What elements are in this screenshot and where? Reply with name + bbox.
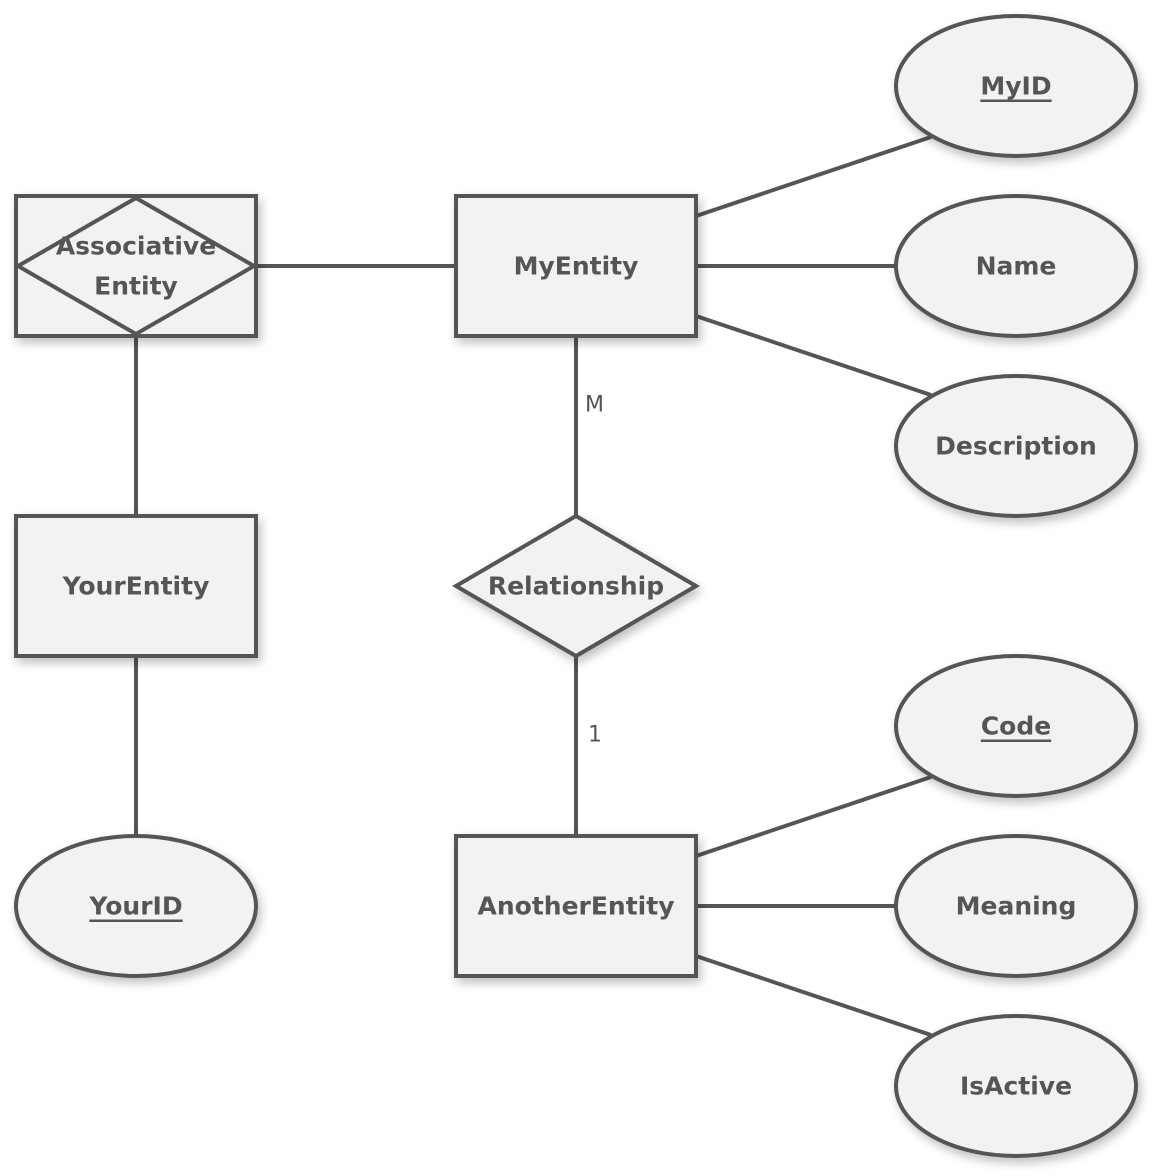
associative-entity[interactable]: Associative Entity <box>13 194 259 338</box>
entity-yourentity-box[interactable] <box>14 514 258 658</box>
relationship-diamond[interactable] <box>452 513 700 659</box>
attribute-myid-label: MyID <box>980 72 1051 101</box>
attribute-meaning-ellipse[interactable] <box>894 834 1138 978</box>
attribute-name[interactable]: Name <box>894 194 1138 338</box>
associative-entity-label-line2: Entity <box>94 272 178 301</box>
attribute-meaning[interactable]: Meaning <box>894 834 1138 978</box>
attribute-description-ellipse[interactable] <box>894 374 1138 518</box>
attribute-isactive-ellipse[interactable] <box>894 1014 1138 1158</box>
attribute-name-ellipse[interactable] <box>894 194 1138 338</box>
associative-entity-label-line1: Associative <box>56 232 216 261</box>
associative-entity-box[interactable] <box>14 194 258 338</box>
attribute-isactive[interactable]: IsActive <box>894 1014 1138 1158</box>
entity-myentity-label: MyEntity <box>514 252 639 281</box>
connector-anotherentity-isactive[interactable] <box>695 954 932 1037</box>
attribute-meaning-label: Meaning <box>956 892 1077 921</box>
attribute-code[interactable]: Code <box>894 654 1138 798</box>
entity-yourentity[interactable]: YourEntity <box>14 514 258 658</box>
entity-anotherentity-box[interactable] <box>454 834 698 978</box>
attribute-isactive-label: IsActive <box>960 1072 1072 1101</box>
entity-anotherentity[interactable]: AnotherEntity <box>454 834 698 978</box>
attribute-description[interactable]: Description <box>894 374 1138 518</box>
connector-myentity-description[interactable] <box>695 314 932 397</box>
entity-myentity-box[interactable] <box>454 194 698 338</box>
entity-myentity[interactable]: MyEntity <box>454 194 698 338</box>
attribute-myid[interactable]: MyID <box>894 14 1138 158</box>
attribute-name-label: Name <box>976 252 1057 281</box>
connectors <box>134 135 932 1037</box>
attribute-description-label: Description <box>935 432 1097 461</box>
attribute-yourid-label: YourID <box>88 892 182 921</box>
entity-yourentity-label: YourEntity <box>62 572 210 601</box>
attribute-yourid-ellipse[interactable] <box>14 834 258 978</box>
attribute-yourid[interactable]: YourID <box>14 834 258 978</box>
attribute-myid-ellipse[interactable] <box>894 14 1138 158</box>
attribute-code-ellipse[interactable] <box>894 654 1138 798</box>
entity-anotherentity-label: AnotherEntity <box>478 892 675 921</box>
relationship[interactable]: Relationship <box>452 513 700 659</box>
attribute-code-label: Code <box>981 712 1051 741</box>
connector-myentity-myid[interactable] <box>695 135 932 218</box>
cardinality-m-label: M <box>585 393 604 418</box>
associative-entity-diamond <box>13 195 259 337</box>
relationship-label: Relationship <box>488 572 664 601</box>
connector-anotherentity-code[interactable] <box>695 775 932 858</box>
cardinality-one-label: 1 <box>588 723 602 748</box>
